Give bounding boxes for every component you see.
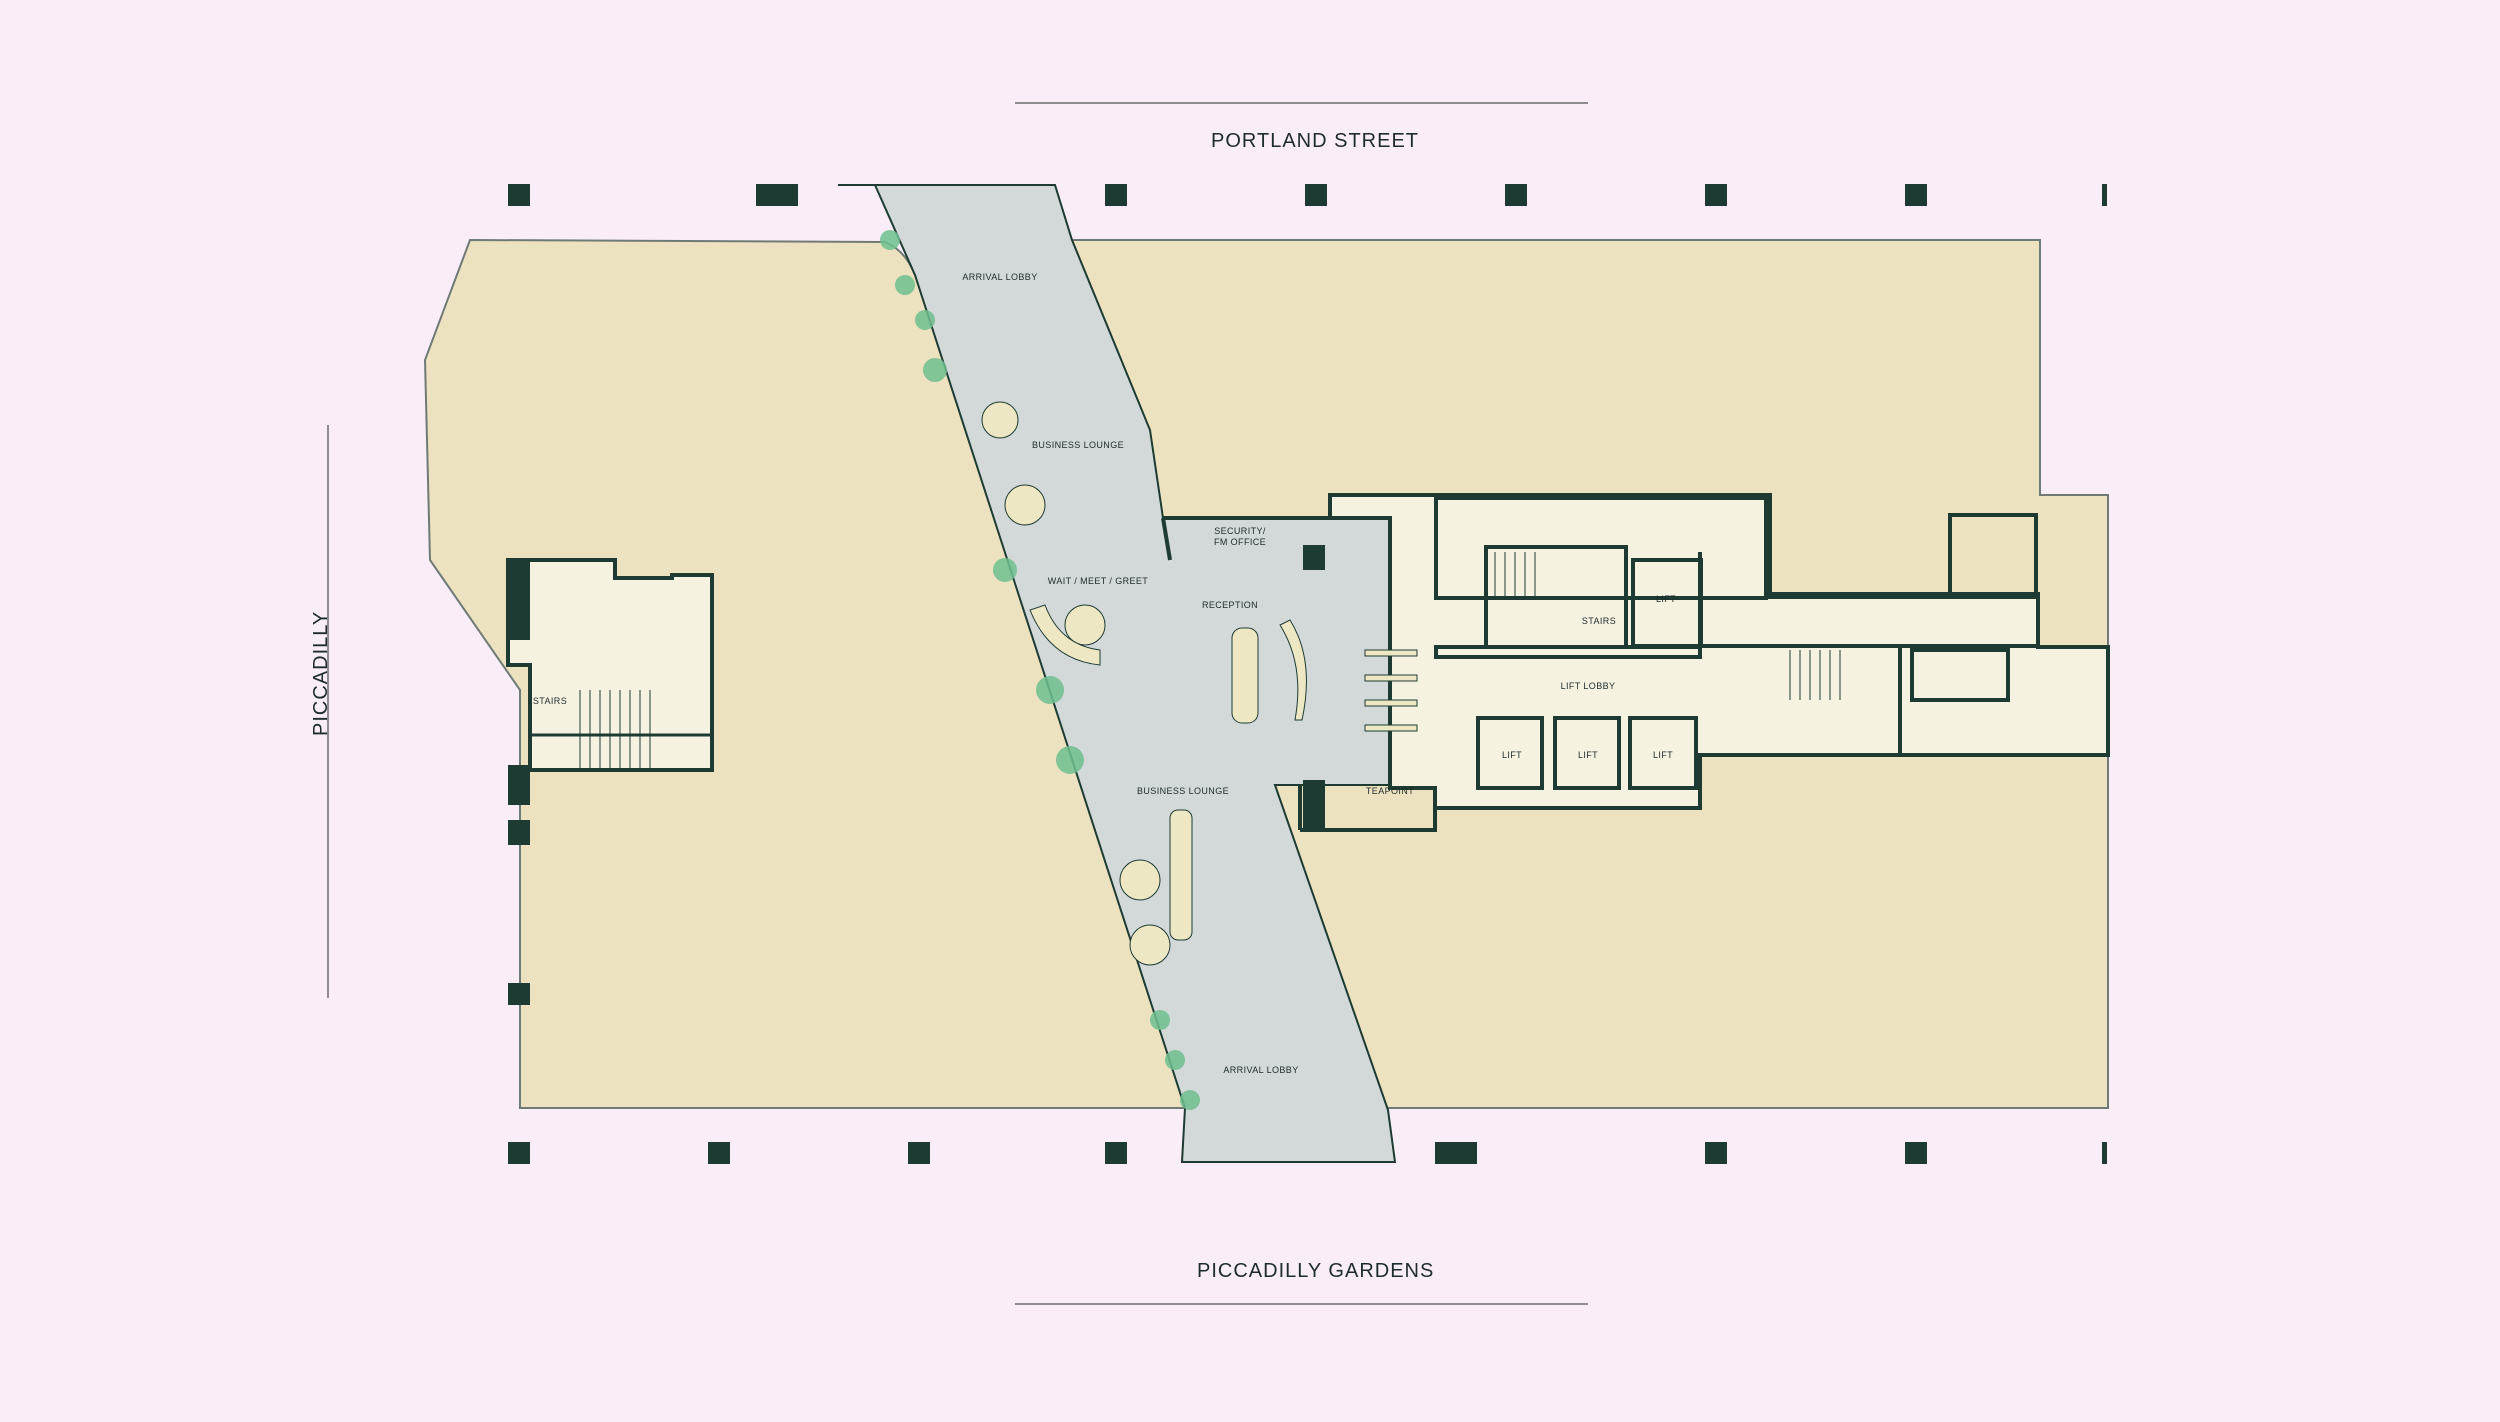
lift-shaft-3 [1628,716,1698,790]
label-teapoint: TEAPOINT [1366,786,1414,796]
lift-shaft-1 [1476,716,1544,790]
lift-shaft-2 [1553,716,1621,790]
label-reception: RECEPTION [1202,600,1258,610]
planters [880,230,1200,1110]
label-lift-2: LIFT [1578,750,1598,760]
street-label-west: PICCADILLY [310,610,332,736]
label-wait-meet-greet: WAIT / MEET / GREET [1048,576,1149,586]
label-lift-top: LIFT [1656,594,1676,604]
label-lift-3: LIFT [1653,750,1673,760]
label-arrival-lobby-north: ARRIVAL LOBBY [962,272,1037,282]
street-label-south: PICCADILLY GARDENS [1197,1260,1435,1282]
label-stairs-west: STAIRS [533,696,567,706]
lift-cars [1476,716,1698,790]
label-business-lounge-south: BUSINESS LOUNGE [1137,786,1229,796]
reception-bench [1279,619,1307,721]
core-column-north [1303,545,1325,570]
label-security-2: FM OFFICE [1214,537,1266,547]
core-column-south [1303,780,1325,832]
reception-gates [1364,649,1418,732]
teapoint-walls [1298,785,1437,832]
west-stair-treads [579,690,651,770]
columns-south [508,1142,2107,1164]
security-office-walls [1161,516,1330,561]
label-arrival-lobby-south: ARRIVAL LOBBY [1223,1065,1298,1075]
core-walls [1434,496,2038,755]
columns-west [508,560,530,1005]
core-stair-treads [1484,552,1841,700]
label-stairs-core: STAIRS [1582,616,1616,626]
label-lift-1: LIFT [1502,750,1522,760]
label-lift-lobby: LIFT LOBBY [1561,681,1616,691]
street-label-north: PORTLAND STREET [1211,130,1419,152]
columns-north [508,184,2107,206]
reception-desk [1231,627,1259,724]
atrium-floor [838,184,1397,1163]
lounge-seating [981,401,1193,966]
west-stair-core [506,558,714,772]
label-security: SECURITY/ [1214,526,1266,536]
label-business-lounge-north: BUSINESS LOUNGE [1032,440,1124,450]
